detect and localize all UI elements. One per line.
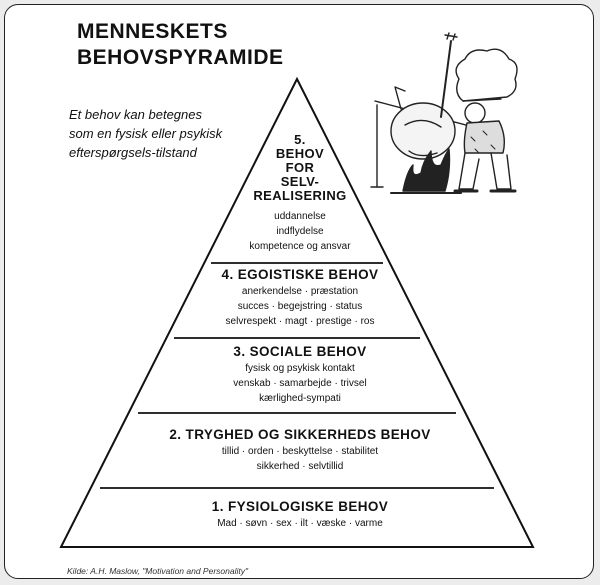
pyramid-card: MENNESKETS BEHOVSPYRAMIDE Et behov kan b…: [4, 4, 594, 579]
chef-barbecue-illustration: [370, 32, 518, 194]
level-5-item-2: indflydelse: [276, 226, 324, 237]
level-2-heading: 2. TRYGHED OG SIKKERHEDS BEHOV: [169, 427, 431, 442]
subtitle-line-2: som en fysisk eller psykisk: [69, 126, 223, 141]
level-4-esteem: 4. EGOISTISKE BEHOV anerkendelse · præst…: [5, 267, 595, 329]
subtitle: Et behov kan betegnes som en fysisk elle…: [69, 105, 279, 162]
level-3-item-3: kærlighed-sympati: [259, 393, 341, 404]
page-title: MENNESKETS BEHOVSPYRAMIDE: [77, 19, 284, 71]
subtitle-line-3: efterspørgsels-tilstand: [69, 145, 197, 160]
level-3-social: 3. SOCIALE BEHOV fysisk og psykisk konta…: [5, 344, 595, 406]
level-5-heading-line-5: REALISERING: [253, 188, 347, 203]
level-5-self-actualization: 5. BEHOV FOR SELV- REALISERING uddannels…: [5, 133, 595, 254]
level-1-heading: 1. FYSIOLOGISKE BEHOV: [211, 499, 389, 514]
level-4-item-3: selvrespekt · magt · prestige · ros: [225, 316, 375, 327]
level-5-item-1: uddannelse: [274, 211, 326, 222]
level-2-safety: 2. TRYGHED OG SIKKERHEDS BEHOV tillid · …: [5, 427, 595, 474]
level-3-heading: 3. SOCIALE BEHOV: [233, 344, 367, 359]
level-5-heading-line-3: FOR: [285, 160, 315, 175]
level-2-item-2: sikkerhed · selvtillid: [256, 461, 344, 472]
subtitle-line-1: Et behov kan betegnes: [69, 107, 202, 122]
level-5-heading-line-1: 5.: [294, 132, 306, 147]
level-1-physiological: 1. FYSIOLOGISKE BEHOV Mad · søvn · sex ·…: [5, 499, 595, 531]
title-line-2: BEHOVSPYRAMIDE: [77, 46, 284, 69]
level-2-item-1: tillid · orden · beskyttelse · stabilite…: [221, 446, 379, 457]
pyramid-diagram: [59, 32, 535, 548]
level-4-item-1: anerkendelse · præstation: [241, 286, 359, 297]
level-5-item-3: kompetence og ansvar: [249, 241, 351, 252]
pyramid-outline: [59, 76, 535, 548]
title-line-1: MENNESKETS: [77, 20, 228, 43]
level-3-item-1: fysisk og psykisk kontakt: [245, 363, 355, 374]
source-citation: Kilde: A.H. Maslow, "Motivation and Pers…: [67, 566, 248, 576]
level-4-heading: 4. EGOISTISKE BEHOV: [221, 267, 379, 282]
level-3-item-2: venskab · samarbejde · trivsel: [233, 378, 367, 389]
level-5-heading-line-2: BEHOV: [275, 146, 325, 161]
level-4-item-2: succes · begejstring · status: [237, 301, 363, 312]
level-1-item-1: Mad · søvn · sex · ilt · væske · varme: [217, 518, 383, 529]
level-5-heading-line-4: SELV-: [280, 174, 320, 189]
